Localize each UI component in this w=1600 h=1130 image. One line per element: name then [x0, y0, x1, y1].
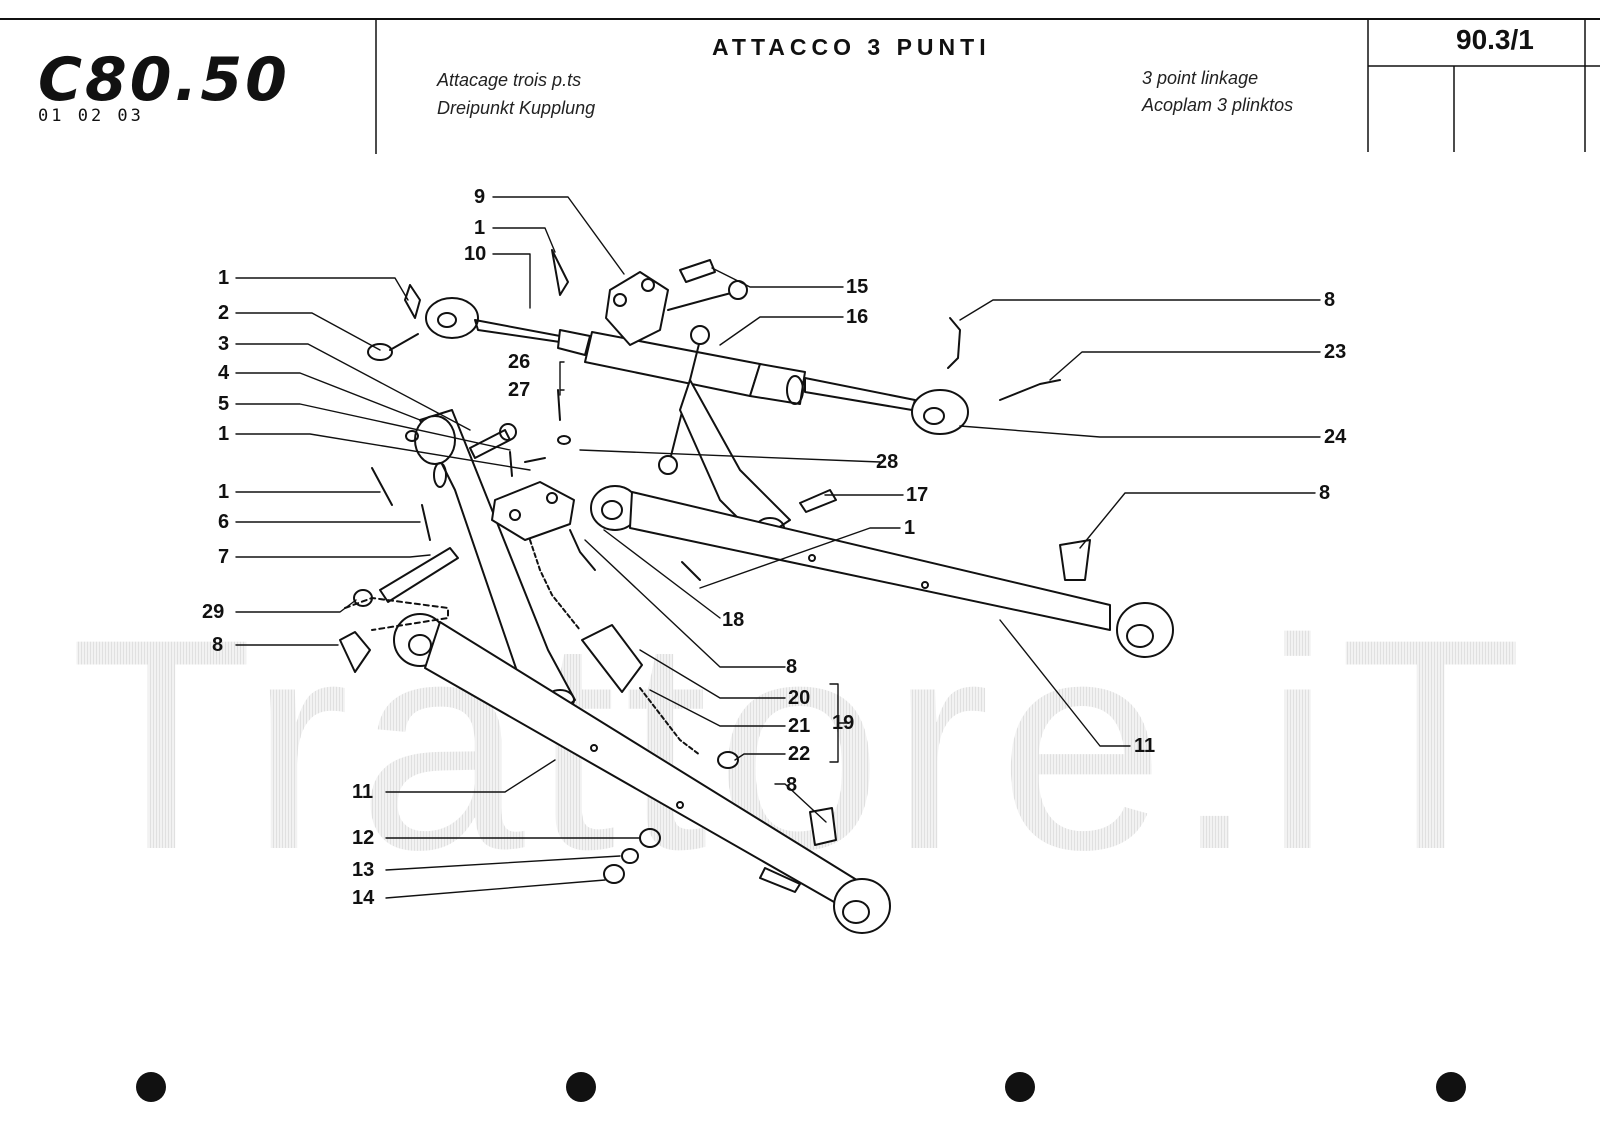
callout-1: 1: [904, 517, 916, 539]
top-link-ball-end-right: [911, 389, 969, 435]
callout-14: 14: [352, 887, 375, 909]
callout-1: 1: [218, 267, 230, 289]
callout-9: 9: [474, 186, 486, 208]
callout-8: 8: [212, 634, 224, 656]
top-bracket: [605, 271, 669, 346]
page-title: ATTACCO 3 PUNTI: [712, 34, 991, 60]
callout-2: 2: [218, 302, 230, 324]
callout-3: 3: [218, 333, 230, 355]
pin-15: [679, 259, 716, 283]
callout-6: 6: [218, 511, 230, 533]
lynch-pin-8e: [809, 807, 837, 846]
lynch-pin-8a: [339, 631, 371, 673]
callout-20: 20: [788, 687, 811, 709]
binder-hole: [566, 1072, 596, 1102]
top-link-assembly: [425, 297, 969, 435]
right-lower-link: [590, 485, 1174, 658]
top-link-ball-bore-left: [437, 312, 457, 328]
left-lower-link: [393, 613, 891, 934]
callout-19: 19: [832, 712, 855, 734]
callout-10: 10: [464, 243, 487, 265]
split-pin-1c: [524, 457, 546, 463]
chain-tensioner: [581, 624, 643, 693]
binder-hole: [136, 1072, 166, 1102]
lever-rod: [667, 291, 736, 311]
check-chain-assembly: [491, 481, 739, 769]
callout-1: 1: [218, 481, 230, 503]
top-link-thread-right: [804, 377, 916, 411]
callout-8: 8: [786, 656, 798, 678]
binder-hole: [1005, 1072, 1035, 1102]
spacer-12: [639, 828, 661, 848]
lynch-pin-8c: [1059, 539, 1091, 581]
bolt-27: [557, 389, 561, 421]
callout-8: 8: [1324, 289, 1336, 311]
split-pin-1e: [681, 561, 701, 581]
watermark-text: Trattore.iT: [70, 600, 1530, 860]
callout-23: 23: [1324, 341, 1347, 363]
callout-28: 28: [876, 451, 899, 473]
watermark: Trattore.iT: [70, 600, 1530, 860]
subtitle-french: Attacage trois p.ts: [437, 70, 582, 90]
split-pin-1d: [371, 467, 393, 506]
lynch-pin-8b: [947, 317, 961, 369]
callout-1: 1: [474, 217, 486, 239]
callout-11: 11: [352, 781, 374, 803]
callout-4: 4: [218, 362, 230, 384]
model-codes: 01 02 03: [38, 106, 144, 126]
pin-7: [379, 547, 459, 603]
callout-17: 17: [906, 484, 929, 506]
top-link-body: [584, 331, 761, 397]
split-pin-1b: [551, 249, 569, 296]
pin-17: [799, 489, 837, 513]
lynch-pin-8d: [569, 529, 596, 571]
split-pin-1a: [404, 284, 421, 319]
top-link-ball-end-left: [425, 297, 479, 339]
callout-24: 24: [1324, 426, 1347, 448]
leader-lines: [235, 196, 1321, 899]
washer-13: [621, 848, 639, 864]
top-link-thread-left: [474, 319, 561, 343]
callout-8: 8: [1319, 482, 1331, 504]
washer-28: [557, 435, 571, 445]
callout-13: 13: [352, 859, 375, 881]
callout-5: 5: [218, 393, 230, 415]
pin-23: [999, 379, 1061, 401]
callout-12: 12: [352, 827, 375, 849]
bolt-5: [509, 451, 513, 477]
callout-1: 1: [218, 423, 230, 445]
split-pin-6: [421, 504, 431, 541]
callout-21: 21: [788, 715, 811, 737]
lynch-pin-2: [367, 343, 393, 361]
header-grid: [0, 18, 1600, 154]
callout-16: 16: [846, 306, 869, 328]
callout-27: 27: [508, 379, 531, 401]
subtitle-spanish: Acoplam 3 plinktos: [1142, 95, 1294, 115]
model-logo: C80.50: [38, 45, 290, 115]
callout-22: 22: [788, 743, 811, 765]
callout-11: 11: [1134, 735, 1156, 757]
page-number: 90.3/1: [1456, 24, 1534, 55]
lever-knob-lower: [658, 455, 678, 475]
nut-14: [603, 864, 625, 884]
pin-3: [469, 429, 511, 459]
callout-7: 7: [218, 546, 230, 568]
callout-26: 26: [508, 351, 531, 373]
binder-hole: [1436, 1072, 1466, 1102]
callout-15: 15: [846, 276, 869, 298]
left-lift-rod: [405, 409, 576, 721]
callout-18: 18: [722, 609, 745, 631]
callout-8: 8: [786, 774, 798, 796]
subtitle-english: 3 point linkage: [1142, 68, 1259, 88]
callout-29: 29: [202, 601, 225, 623]
subtitle-german: Dreipunkt Kupplung: [437, 98, 596, 118]
